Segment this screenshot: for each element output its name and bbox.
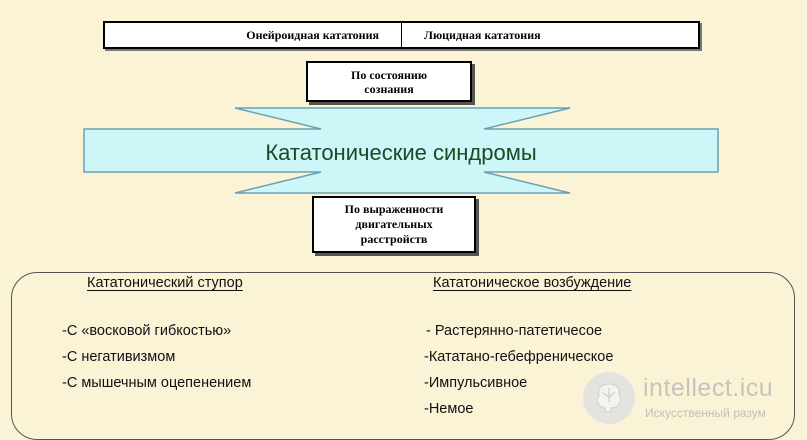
brain-logo-icon	[583, 372, 635, 424]
watermark-subtitle: Искусственный разум	[645, 406, 766, 420]
stupor-item: -С мышечным оцепенением	[62, 375, 252, 391]
motor-disorders-criterion-box: По выраженности двигательных расстройств	[312, 196, 476, 253]
excitation-item: -Импульсивное	[424, 375, 528, 391]
catatonia-type-table: Онейроидная кататония Люцидная кататония	[103, 21, 700, 49]
central-arrow-polygon	[83, 107, 719, 194]
catatonic-syndromes-title: Кататонические синдромы	[265, 139, 537, 165]
stupor-item: -С «восковой гибкостью»	[62, 323, 232, 339]
excitation-item: -Кататано-гебефреническое	[424, 349, 614, 365]
lucid-catatonia-cell: Люцидная кататония	[424, 27, 541, 42]
consciousness-criterion-box: По состоянию сознания	[306, 61, 472, 102]
excitation-item: - Растерянно-патетичесое	[426, 323, 603, 339]
excitation-item: -Немое	[424, 401, 474, 417]
stupor-heading: Кататонический ступор	[87, 275, 243, 291]
excitation-heading: Кататоническое возбуждение	[433, 275, 632, 291]
stupor-item: -С негативизмом	[62, 349, 176, 365]
watermark-name: intellect.icu	[643, 374, 774, 402]
oneiroid-catatonia-cell: Онейроидная кататония	[105, 23, 402, 47]
watermark: intellect.icu Искусственный разум	[583, 372, 807, 434]
